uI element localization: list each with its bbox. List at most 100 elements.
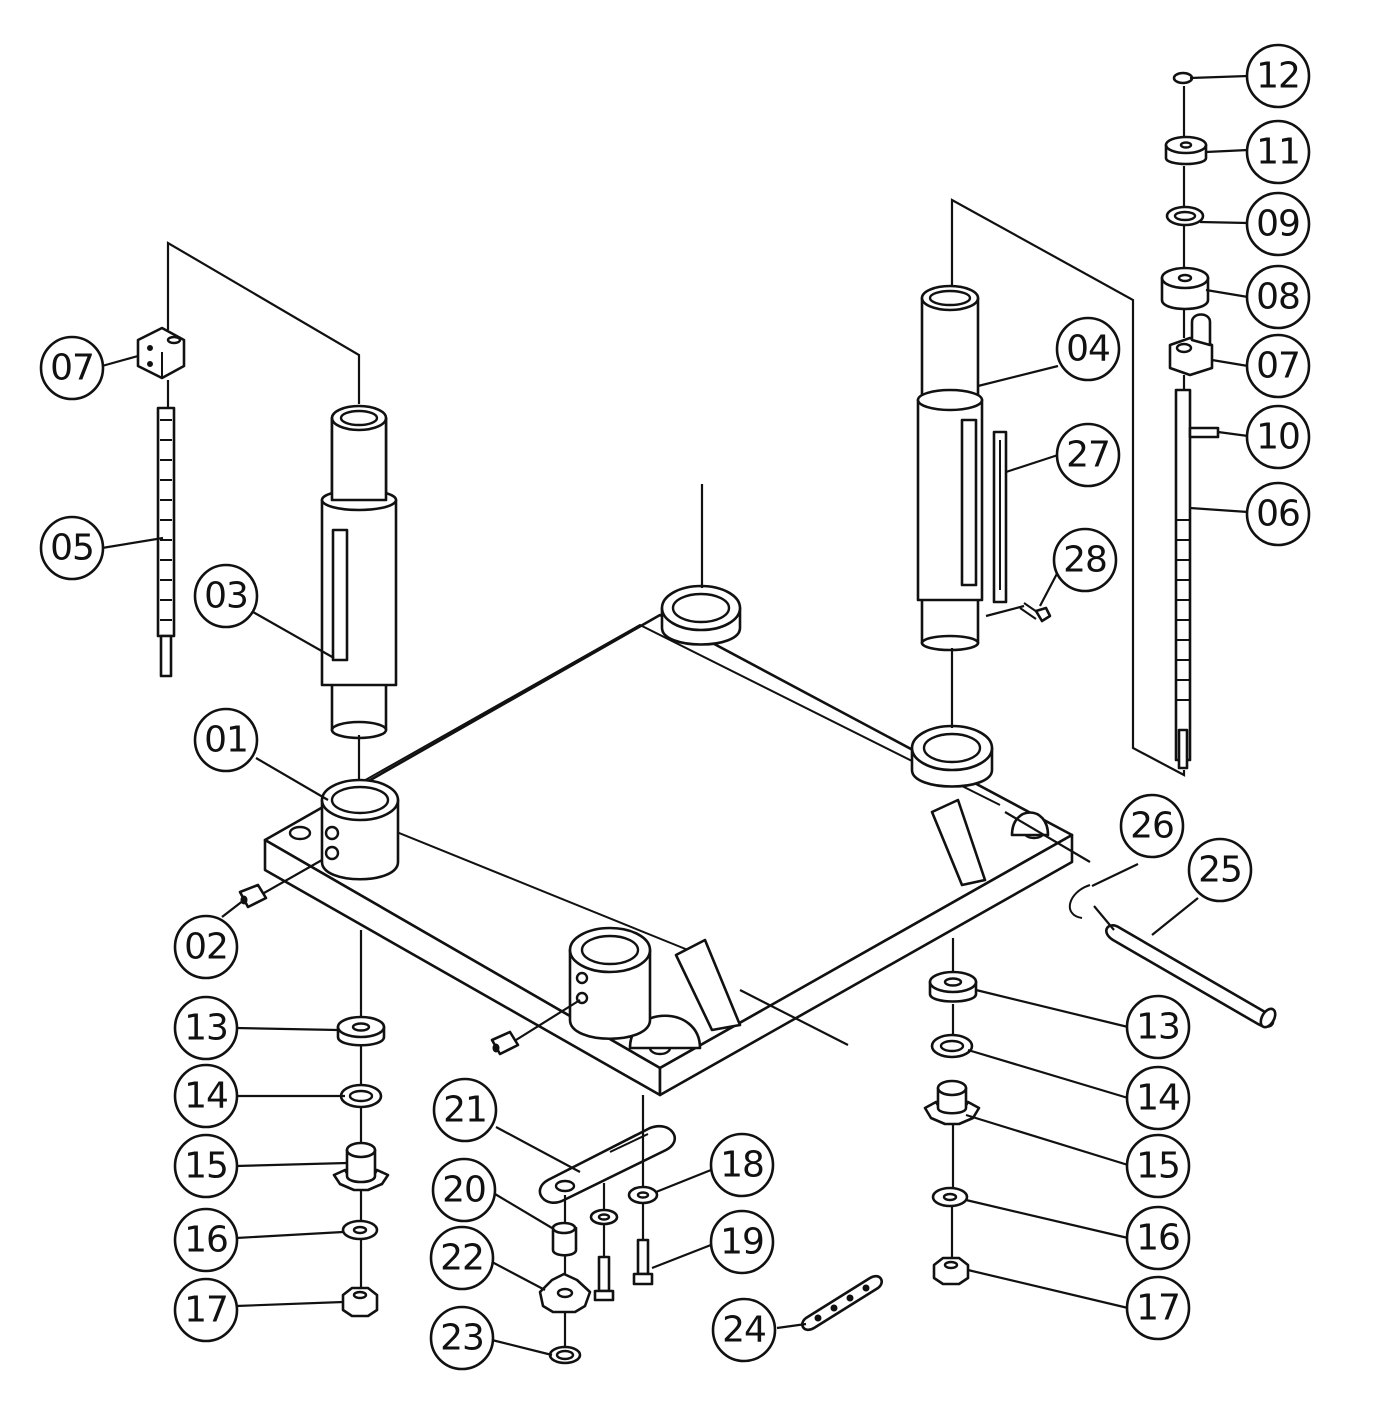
callout-28: 28 [1052,527,1118,593]
callout-15-left: 15 [173,1133,239,1199]
snap-ring-14-right [930,1033,974,1059]
svg-text:16: 16 [1136,1218,1180,1259]
chain-24 [801,1274,883,1332]
svg-text:20: 20 [442,1170,486,1211]
svg-text:21: 21 [443,1090,487,1131]
scale-27 [992,430,1008,604]
svg-text:17: 17 [184,1290,228,1331]
column-boss-rear [660,584,742,646]
svg-text:04: 04 [1066,329,1110,370]
callout-balloons: 01 02 03 04 05 06 07 07 08 09 10 11 12 1… [39,43,1311,1371]
lead-screw-05 [156,406,176,678]
washer-center [589,1208,619,1226]
bracket-07-right [1168,313,1214,377]
column-boss-right [910,724,994,788]
washer-18 [627,1185,659,1205]
nut-17-left [341,1286,379,1318]
svg-text:10: 10 [1256,417,1300,458]
clip-12 [1172,71,1194,85]
bolt-19 [632,1238,654,1286]
sprocket-15-right [923,1079,981,1126]
idler-arm-21 [538,1125,677,1204]
svg-text:09: 09 [1256,204,1300,245]
callout-10: 10 [1245,404,1311,470]
callout-05: 05 [39,515,105,581]
washer-16-left [341,1219,379,1241]
svg-text:15: 15 [1136,1146,1180,1187]
callout-08: 08 [1245,264,1311,330]
callout-18: 18 [709,1132,775,1198]
callout-04: 04 [1055,316,1121,382]
callout-22: 22 [429,1225,495,1291]
snap-ring-14-left [339,1083,383,1109]
knob-11 [1164,135,1208,166]
callout-06: 06 [1245,481,1311,547]
svg-text:02: 02 [184,927,228,968]
svg-text:08: 08 [1256,277,1300,318]
svg-text:19: 19 [720,1222,764,1263]
svg-text:18: 18 [720,1145,764,1186]
set-screw-02 [238,883,268,909]
callout-14-left: 14 [173,1063,239,1129]
svg-text:24: 24 [722,1310,766,1351]
callout-01: 01 [193,707,259,773]
base-plate [263,613,1074,1097]
callout-17-right: 17 [1125,1275,1191,1341]
callout-26: 26 [1119,793,1185,859]
collar-08 [1160,266,1210,311]
callout-21: 21 [432,1077,498,1143]
shaft-20 [551,1221,578,1257]
callout-24: 24 [711,1297,777,1363]
callout-16-left: 16 [173,1207,239,1273]
svg-text:01: 01 [204,720,248,761]
svg-text:14: 14 [184,1076,228,1117]
svg-text:27: 27 [1066,435,1110,476]
callout-11: 11 [1245,119,1311,185]
callout-16-right: 16 [1125,1205,1191,1271]
svg-text:07: 07 [1256,346,1300,387]
bracket-07-left [136,326,186,380]
callout-25: 25 [1187,837,1253,903]
svg-text:13: 13 [1136,1007,1180,1048]
sprocket-15-left [332,1141,390,1192]
snap-ring-09 [1165,205,1205,227]
column-boss-front [568,926,652,1041]
callout-03: 03 [193,563,259,629]
svg-text:23: 23 [440,1318,484,1359]
svg-text:26: 26 [1130,806,1174,847]
nut-17-right [932,1256,970,1286]
svg-text:13: 13 [184,1008,228,1049]
callout-23: 23 [429,1305,495,1371]
callout-07-right: 07 [1245,333,1311,399]
column-boss-01 [320,778,400,881]
svg-text:07: 07 [50,348,94,389]
callout-17-left: 17 [173,1277,239,1343]
snap-ring-26 [1068,884,1091,919]
svg-text:25: 25 [1198,850,1242,891]
callout-02: 02 [173,914,239,980]
svg-text:05: 05 [50,528,94,569]
svg-text:12: 12 [1256,56,1300,97]
callout-15-right: 15 [1125,1133,1191,1199]
callout-14-right: 14 [1125,1065,1191,1131]
callout-19: 19 [709,1209,775,1275]
screw-28 [1019,602,1052,623]
svg-text:14: 14 [1136,1078,1180,1119]
callout-13-left: 13 [173,995,239,1061]
leader-lines [101,74,1249,1357]
pin-10 [1188,426,1220,439]
callout-12: 12 [1245,43,1311,109]
callout-13-right: 13 [1125,994,1191,1060]
column-sleeve-04 [916,284,984,652]
sprocket-22 [538,1272,592,1314]
callout-20: 20 [431,1157,497,1223]
bearing-13-left [336,1015,386,1047]
svg-text:03: 03 [204,576,248,617]
svg-text:28: 28 [1063,540,1107,581]
lead-screw-06 [1174,388,1192,770]
set-screw-front [490,1030,520,1056]
column-sleeve-03 [320,404,398,740]
svg-text:22: 22 [440,1238,484,1279]
svg-text:16: 16 [184,1220,228,1261]
